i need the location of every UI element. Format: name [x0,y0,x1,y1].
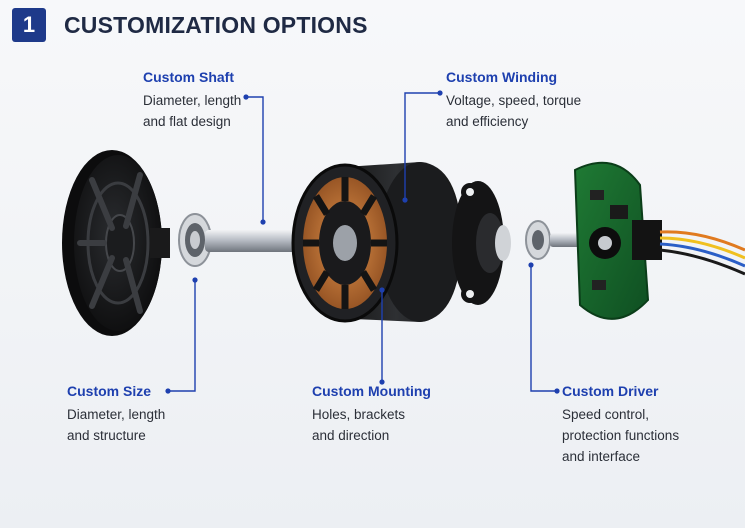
leader-dots [165,90,560,394]
callout-title: Custom Mounting [312,383,431,399]
callout-custom-driver: Custom Driver Speed control, protection … [562,383,679,467]
callout-title: Custom Size [67,383,152,399]
callout-line: and structure [67,428,146,443]
callout-line: and efficiency [446,114,529,129]
driver-board-icon [573,161,745,320]
callout-line: Holes, brackets [312,407,406,422]
section-header: 1 CUSTOMIZATION OPTIONS [12,8,368,42]
mounting-flange-icon [452,181,511,305]
leader-lines [168,92,557,392]
callout-line: and interface [562,449,641,464]
stator-rotor-icon [291,162,462,323]
callout-line: and direction [312,428,390,443]
callout-custom-mounting: Custom Mounting Holes, brackets and dire… [312,383,431,446]
callout-custom-size: Custom Size Diameter, length and structu… [67,383,165,446]
callout-custom-shaft: Custom Shaft Diameter, length and flat d… [143,69,241,132]
callout-title: Custom Shaft [143,69,234,85]
left-bearing-icon [178,213,212,267]
callout-title: Custom Driver [562,383,659,399]
callout-line: and flat design [143,114,231,129]
page-title: CUSTOMIZATION OPTIONS [64,11,368,38]
callout-title: Custom Winding [446,69,558,85]
callout-line: Speed control, [562,407,650,422]
callout-line: Diameter, length [143,93,242,108]
callout-line: Voltage, speed, torque [446,93,582,108]
callout-line: protection functions [562,428,680,443]
right-bearing-icon [525,220,580,260]
callout-line: Diameter, length [67,407,166,422]
callout-custom-winding: Custom Winding Voltage, speed, torque an… [446,69,581,132]
section-number-badge: 1 [12,8,46,42]
end-cap-icon [62,150,170,336]
